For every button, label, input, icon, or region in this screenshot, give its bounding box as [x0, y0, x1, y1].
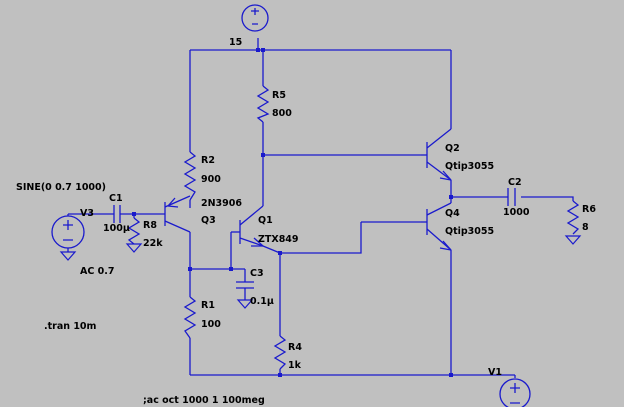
supply-voltage-label: 15 [229, 37, 242, 48]
v3-name: V3 [80, 208, 94, 219]
transistor-Q4[interactable] [421, 202, 452, 251]
r8-name: R8 [143, 220, 157, 231]
q3-name: Q3 [201, 215, 216, 226]
c3-value: 0.1µ [250, 296, 274, 307]
c2-name: C2 [508, 177, 522, 188]
r1-value: 100 [201, 319, 221, 330]
r5-value: 800 [272, 108, 292, 119]
q3-model: 2N3906 [201, 198, 242, 209]
q1-name: Q1 [258, 215, 273, 226]
r1-name: R1 [201, 300, 215, 311]
voltage-source-V3[interactable] [51, 215, 85, 261]
resistor-R6[interactable] [564, 200, 582, 245]
r5-name: R5 [272, 90, 286, 101]
r2-value: 900 [201, 174, 221, 185]
q2-name: Q2 [445, 143, 460, 154]
top-voltage-source[interactable] [241, 4, 269, 32]
r4-name: R4 [288, 342, 302, 353]
resistor-R5[interactable] [256, 85, 270, 123]
transistor-Q3[interactable] [164, 195, 191, 233]
capacitor-C2[interactable] [507, 188, 516, 206]
ac-directive[interactable]: ;ac oct 1000 1 100meg [143, 395, 265, 406]
wires [67, 38, 574, 376]
r6-value: 8 [582, 222, 589, 233]
capacitor-C3[interactable] [236, 281, 254, 309]
c2-value: 1000 [503, 207, 530, 218]
tran-directive[interactable]: .tran 10m [44, 321, 97, 332]
c3-name: C3 [250, 268, 264, 279]
q4-name: Q4 [445, 208, 460, 219]
r2-name: R2 [201, 155, 215, 166]
resistor-R4[interactable] [273, 335, 287, 370]
v3-ac-spec: AC 0.7 [80, 266, 114, 277]
v3-source-spec: SINE(0 0.7 1000) [16, 182, 106, 193]
c1-value: 100µ [103, 223, 130, 234]
resistor-R8[interactable] [125, 217, 143, 253]
transistor-Q1[interactable] [231, 205, 264, 247]
voltage-source-V1[interactable] [499, 375, 531, 407]
c1-name: C1 [109, 193, 123, 204]
v1-name: V1 [488, 367, 502, 378]
capacitor-C1[interactable] [113, 205, 121, 223]
q1-model: ZTX849 [258, 234, 299, 245]
q2-model: Qtip3055 [445, 161, 494, 172]
r6-name: R6 [582, 204, 596, 215]
transistor-Q2[interactable] [421, 128, 452, 181]
junction-nodes [132, 48, 453, 377]
resistor-R2[interactable] [183, 151, 197, 201]
q4-model: Qtip3055 [445, 226, 494, 237]
r8-value: 22k [143, 238, 163, 249]
resistor-R1[interactable] [183, 296, 197, 339]
r4-value: 1k [288, 360, 302, 371]
